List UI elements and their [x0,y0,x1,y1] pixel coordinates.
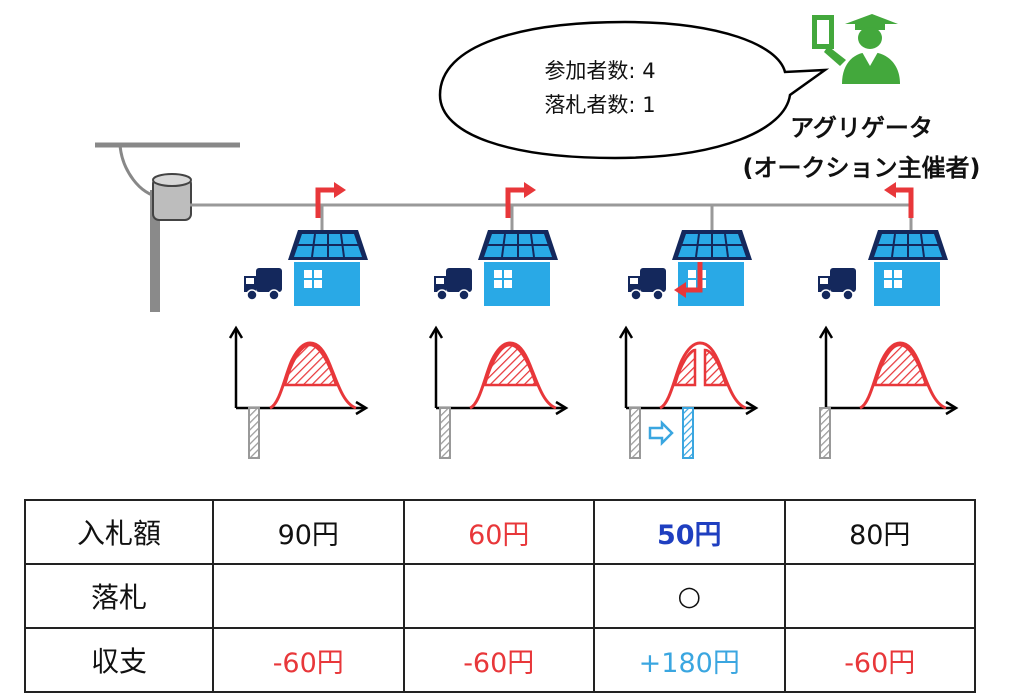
winner-count: 落札者数: 1 [544,93,656,117]
win-cell-2 [402,563,595,629]
table-row-win: 落札 ○ [24,563,976,629]
household-2 [433,182,559,307]
win-cell-3: ○ [593,563,786,629]
bid-cell-4: 80円 [783,499,976,565]
balance-cell-2: -60円 [402,627,595,693]
bid-cell-2: 60円 [402,499,595,565]
household-3 [627,229,753,307]
solar-house-icon [477,229,559,307]
distribution-line [190,203,913,232]
solar-house-icon [867,229,949,307]
household-4 [817,182,949,307]
aggregator-name: アグリゲータ [790,114,933,142]
household-1 [243,182,369,307]
graph-1 [228,326,368,459]
bubble-text: 参加者数: 4 落札者数: 1 [500,54,700,122]
ev-truck-icon [433,267,473,301]
row-header-win: 落札 [24,563,214,629]
graph-4 [818,326,958,459]
aggregator-icon [812,14,900,84]
table-row-bid: 入札額 90円 60円 50円 80円 [24,499,976,565]
aggregator-role: (オークション主催者) [742,154,981,182]
results-table: 入札額 90円 60円 50円 80円 落札 ○ 収支 -60円 -60円 +1… [24,499,976,693]
ev-truck-icon [817,267,857,301]
speech-bubble [438,20,830,160]
power-pole [95,142,240,312]
graph-2 [428,326,568,459]
win-cell-4 [783,563,976,629]
bid-cell-3: 50円 [593,499,786,565]
graph-3 [618,326,758,459]
solar-house-icon [287,229,369,307]
aggregator-label: アグリゲータ (オークション主催者) [700,108,1023,188]
ev-truck-icon [243,267,283,301]
bid-cell-1: 90円 [212,499,405,565]
table-row-balance: 収支 -60円 -60円 +180円 -60円 [24,627,976,693]
balance-cell-3: +180円 [593,627,786,693]
row-header-balance: 収支 [24,627,214,693]
ev-truck-icon [627,267,667,301]
participant-count: 参加者数: 4 [544,59,656,83]
row-header-bid: 入札額 [24,499,214,565]
balance-cell-1: -60円 [212,627,405,693]
balance-cell-4: -60円 [783,627,976,693]
win-cell-1 [212,563,405,629]
